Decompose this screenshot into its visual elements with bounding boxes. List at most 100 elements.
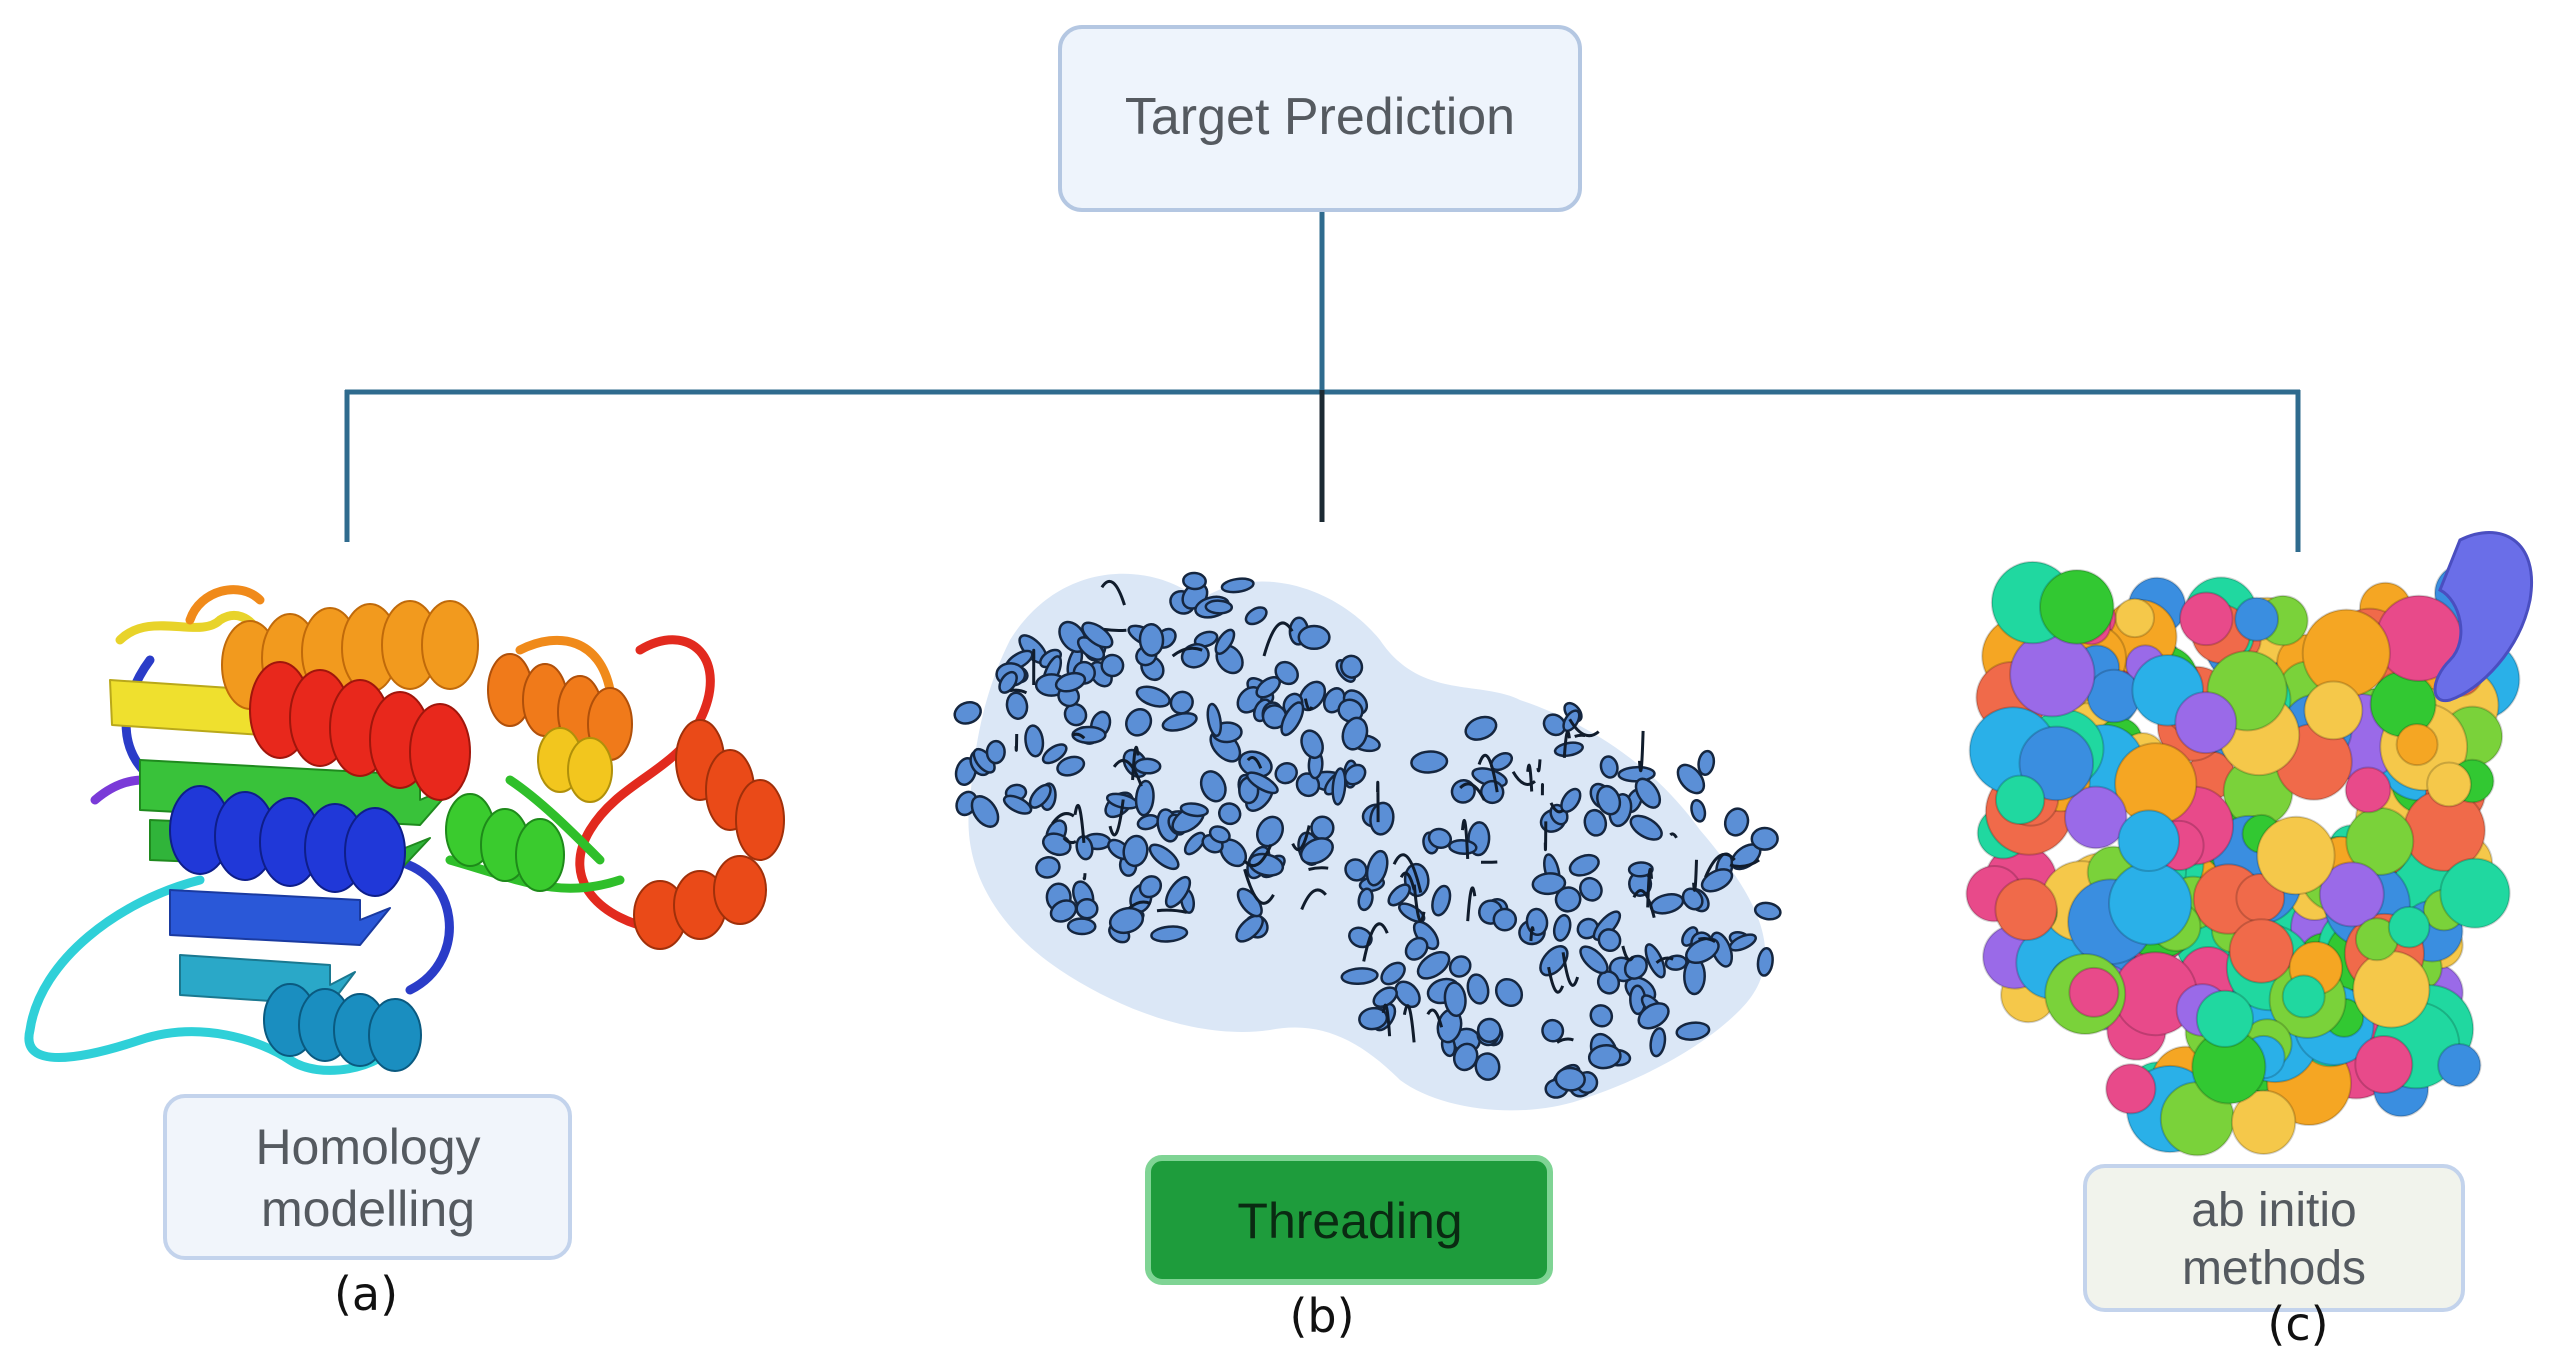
helix-coil — [1035, 856, 1061, 879]
helix-coil — [1199, 770, 1227, 803]
helix-coil — [1056, 755, 1086, 777]
helix-coil — [1492, 907, 1518, 932]
homology-label-line1: Homology — [255, 1119, 480, 1175]
helix-coil — [1623, 954, 1648, 980]
helix-coil — [1280, 701, 1305, 737]
helix-coil — [1629, 814, 1663, 841]
loop-strand — [1082, 873, 1087, 881]
loop-strand — [1376, 780, 1380, 823]
loop-strand — [1303, 698, 1314, 711]
helix-coil — [1148, 843, 1180, 871]
sheet-blue — [169, 889, 391, 946]
surface-patch — [2426, 761, 2472, 808]
helix-coil — [1494, 977, 1524, 1008]
helix-coil — [1541, 1018, 1565, 1043]
helix-coil — [1599, 755, 1619, 779]
helix-coil — [1380, 961, 1406, 986]
helix-coil — [1138, 622, 1165, 657]
loop-strand — [1242, 844, 1273, 868]
helix-coil — [1108, 906, 1145, 935]
helix-coil — [1169, 690, 1194, 715]
threading-node: Threading — [1145, 1155, 1553, 1285]
helix-coil — [1649, 1027, 1667, 1058]
helix-coil — [1627, 861, 1654, 878]
helix-coil — [1416, 950, 1451, 980]
threading-box — [1145, 1155, 1553, 1285]
loop-strand — [1704, 852, 1736, 878]
surface-patch — [2009, 631, 2096, 718]
loop-strand — [1131, 745, 1140, 781]
loop-strand — [1526, 763, 1534, 792]
loop-strand — [1466, 886, 1477, 922]
helix-coil — [1075, 897, 1099, 920]
helix-coil — [1531, 872, 1567, 896]
helix-coil — [1723, 807, 1750, 837]
loop-strand — [1112, 759, 1143, 787]
helix-coil — [1452, 1042, 1479, 1072]
loop-strand — [1402, 1004, 1416, 1043]
loop-strand — [1477, 753, 1499, 793]
surface-patch — [2064, 785, 2128, 850]
helix-coil — [1542, 713, 1567, 737]
loop-strand — [1108, 799, 1125, 837]
loop-strand — [1051, 812, 1075, 825]
surface-patch — [2114, 597, 2156, 639]
loop-strand — [1392, 853, 1423, 893]
surface-patch — [2437, 1043, 2482, 1088]
helix-coil — [1552, 913, 1572, 942]
loop-strand — [1561, 952, 1580, 987]
helix-coil — [1554, 1066, 1586, 1092]
loop-strand — [1461, 819, 1470, 859]
helix-coil — [1365, 849, 1389, 887]
helix-coil — [1690, 798, 1707, 823]
helix-coil — [1183, 831, 1206, 856]
helix-coil — [1255, 676, 1281, 699]
surface-blobs — [1965, 560, 2521, 1157]
helix-teal — [263, 983, 422, 1072]
helix-coil — [1054, 671, 1087, 693]
caption-b: (b) — [1289, 1289, 1354, 1343]
helix-coil — [1589, 1004, 1614, 1028]
helix-coil — [1028, 783, 1052, 809]
helix-coil — [1681, 887, 1704, 911]
surface-patch — [2174, 691, 2238, 755]
helix-coil — [1041, 743, 1068, 765]
caption-a: (a) — [334, 1267, 398, 1321]
loop-strand — [1071, 732, 1086, 740]
abinitio-box — [2083, 1164, 2465, 1312]
helix-coil — [1427, 827, 1453, 850]
helix-coil — [1208, 825, 1231, 844]
helix-coil — [1637, 1002, 1670, 1030]
surface-patch — [2105, 1063, 2157, 1115]
helix-coil — [1539, 945, 1569, 977]
loop-red — [575, 635, 715, 935]
helix-coil — [1476, 1017, 1502, 1044]
helix-coil — [1204, 599, 1234, 615]
loop-strand — [1399, 871, 1416, 891]
helix-coil — [1431, 884, 1452, 917]
helix-coil — [1676, 763, 1706, 795]
loop-strand — [1009, 688, 1028, 695]
helix-coil — [1474, 1052, 1501, 1081]
loop-strand — [1156, 908, 1188, 914]
helix-coil — [1448, 955, 1472, 978]
helix-coil — [1100, 653, 1125, 678]
helix-blue — [169, 785, 406, 897]
loop-strand — [1073, 803, 1086, 844]
loop-strand — [1621, 945, 1635, 962]
helix-coil — [1214, 628, 1236, 655]
threading-coils — [953, 571, 1782, 1099]
helix-coil — [998, 670, 1018, 694]
threading-backbone — [968, 573, 1766, 1111]
surface-patch — [2354, 1035, 2414, 1094]
helix-coil — [1387, 883, 1411, 907]
loop-strand — [1362, 922, 1389, 962]
helix-coil — [1685, 937, 1720, 965]
helix-coil — [1164, 875, 1192, 909]
helix-coil — [1357, 887, 1374, 912]
helix-coil — [1274, 762, 1298, 785]
helix-coil — [1464, 715, 1498, 741]
surface-patch — [2228, 918, 2295, 984]
helix-coil — [1617, 765, 1656, 783]
